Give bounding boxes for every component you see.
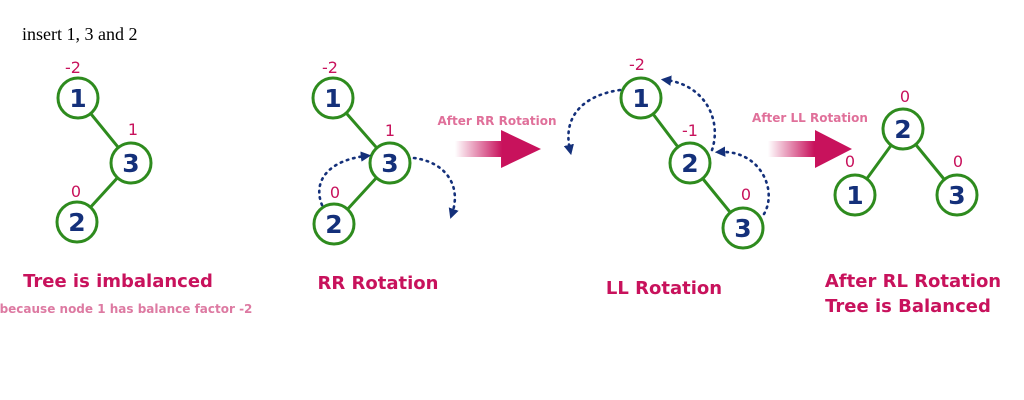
transition-label: After LL Rotation <box>752 111 868 125</box>
tree-node: 3 <box>721 206 765 250</box>
node-label: 2 <box>894 115 911 144</box>
node-label: 1 <box>324 84 341 113</box>
rotation-arrow-icon <box>412 156 459 219</box>
panel-caption: LL Rotation <box>606 278 722 299</box>
tree-node: 2 <box>668 141 712 185</box>
transition-arrow-ll: After LL Rotation <box>752 111 868 168</box>
tree-node: 1 <box>619 76 663 120</box>
tree-node: 3 <box>935 173 979 217</box>
transition-arrow-rr: After RR Rotation <box>437 114 557 168</box>
rotation-arrow-icon <box>714 146 770 216</box>
tree-node: 2 <box>312 202 356 246</box>
transition-label: After RR Rotation <box>437 114 556 128</box>
transition-arrow-icon <box>455 130 541 168</box>
tree-node: 3 <box>109 141 153 185</box>
panel-imbalanced: 1 3 2 -2 1 0 Tree is imbalanced because … <box>0 58 252 316</box>
node-label: 3 <box>948 181 965 210</box>
node-label: 1 <box>846 181 863 210</box>
balance-factor: -1 <box>682 121 698 140</box>
panel-caption: Tree is Balanced <box>825 296 991 317</box>
node-label: 2 <box>68 208 85 237</box>
node-label: 3 <box>122 149 139 178</box>
tree-node: 3 <box>368 141 412 185</box>
balance-factor: 0 <box>953 152 963 171</box>
panel-caption: After RL Rotation <box>825 271 1001 292</box>
node-label: 2 <box>681 149 698 178</box>
balance-factor: 0 <box>845 152 855 171</box>
tree-node: 2 <box>55 200 99 244</box>
balance-factor: 0 <box>900 87 910 106</box>
panel-caption: Tree is imbalanced <box>23 271 213 292</box>
rotation-arrow-icon <box>660 75 717 152</box>
balance-factor: 0 <box>330 183 340 202</box>
node-label: 2 <box>325 210 342 239</box>
transition-arrow-icon <box>768 130 852 168</box>
panel-subcaption: because node 1 has balance factor -2 <box>0 302 252 316</box>
panel-ll-rotation: 1 2 3 -2 -1 0 LL Rotation <box>563 55 770 299</box>
balance-factor: 1 <box>128 120 138 139</box>
balance-factor: 1 <box>385 121 395 140</box>
node-label: 1 <box>632 84 649 113</box>
rotation-arrow-icon <box>563 88 622 156</box>
balance-factor: 0 <box>741 185 751 204</box>
panel-rr-rotation: 1 3 2 -2 1 0 RR Rotation <box>311 58 459 294</box>
balance-factor: 0 <box>71 182 81 201</box>
balance-factor: -2 <box>629 55 645 74</box>
node-label: 3 <box>381 149 398 178</box>
tree-node: 2 <box>881 107 925 151</box>
rotation-arrow-icon <box>317 151 372 207</box>
balance-factor: -2 <box>65 58 81 77</box>
tree-node: 1 <box>56 76 100 120</box>
tree-node: 1 <box>311 76 355 120</box>
panel-caption: RR Rotation <box>318 273 439 294</box>
panel-balanced: 2 1 3 0 0 0 After RL Rotation Tree is Ba… <box>825 87 1001 317</box>
tree-node: 1 <box>833 173 877 217</box>
diagram-title: insert 1, 3 and 2 <box>22 24 137 44</box>
balance-factor: -2 <box>322 58 338 77</box>
node-label: 3 <box>734 214 751 243</box>
node-label: 1 <box>69 84 86 113</box>
